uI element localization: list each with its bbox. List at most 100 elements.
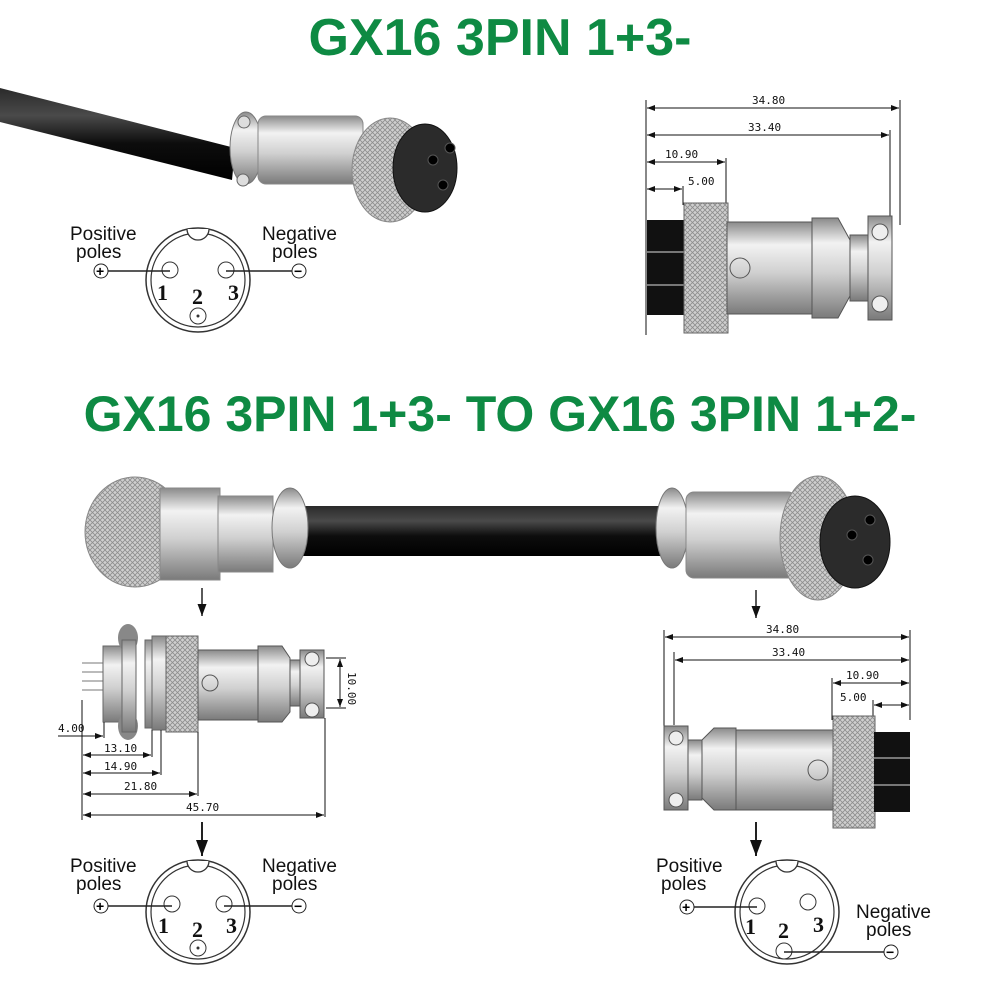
connector-body <box>735 729 837 811</box>
negative-label: poles <box>272 242 317 263</box>
svg-text:+: + <box>682 899 690 915</box>
connector-face-outline <box>145 859 251 965</box>
dim-d1: 13.10 <box>104 742 137 755</box>
pin-1 <box>163 895 181 913</box>
top-connector-photo <box>0 88 458 223</box>
dim-thread: 4.00 <box>58 722 85 735</box>
svg-text:3: 3 <box>228 280 239 305</box>
dim-overall: 45.70 <box>186 801 219 814</box>
dim-cable-offset: 5.00 <box>840 691 867 704</box>
top-pinout-diagram: Positive poles Negative poles + − 1 2 3 <box>70 224 337 333</box>
svg-text:−: − <box>294 898 302 914</box>
negative-label: Negative <box>262 856 337 877</box>
logo-mark <box>729 257 751 279</box>
dim-cable-offset: 5.00 <box>688 175 715 188</box>
knurled-nut <box>832 715 876 829</box>
pin-3 <box>215 895 233 913</box>
male-body <box>159 487 221 581</box>
cable-assembly-photo <box>84 475 891 601</box>
knurled-nut <box>165 635 199 733</box>
svg-text:1: 1 <box>745 914 756 939</box>
connector-face-outline <box>145 227 251 333</box>
plus-icon <box>93 898 109 914</box>
screw-icon <box>304 651 320 667</box>
socket-hole <box>427 154 439 166</box>
positive-label: Positive <box>70 224 137 245</box>
cable-stub <box>647 220 685 315</box>
negative-label: Negative <box>856 902 931 923</box>
left-pinout-diagram: Positive poles Negative poles + − 1 2 3 <box>70 856 337 965</box>
svg-text:1: 1 <box>157 280 168 305</box>
pin-3 <box>217 261 235 279</box>
dim-overall: 34.80 <box>766 623 799 636</box>
right-pinout-diagram: Positive poles Negative poles + − 1 2 3 <box>656 856 931 965</box>
socket-hole <box>444 142 456 154</box>
pin-3 <box>799 893 817 911</box>
cable <box>0 88 235 180</box>
connector-body <box>197 649 259 721</box>
screw-icon <box>871 295 889 313</box>
knurled-nut <box>683 202 729 334</box>
svg-text:2: 2 <box>778 918 789 943</box>
svg-text:3: 3 <box>226 913 237 938</box>
svg-text:3: 3 <box>813 912 824 937</box>
pointer-arrows <box>196 588 762 856</box>
minus-icon <box>883 944 899 960</box>
minus-icon <box>291 898 307 914</box>
socket-face <box>392 123 458 213</box>
dim-d2: 14.90 <box>104 760 137 773</box>
positive-label: Positive <box>70 856 137 877</box>
pin-1 <box>161 261 179 279</box>
plus-icon <box>679 899 695 915</box>
socket-hole <box>437 179 449 191</box>
dim-d3: 21.80 <box>124 780 157 793</box>
connector-face-outline <box>734 859 840 965</box>
socket-face <box>819 495 891 589</box>
svg-text:−: − <box>886 944 894 960</box>
dim-body: 33.40 <box>748 121 781 134</box>
screw-icon <box>304 702 320 718</box>
dim-nut: 10.90 <box>846 669 879 682</box>
screw-icon <box>871 223 889 241</box>
key-notch <box>186 228 210 241</box>
negative-label: poles <box>272 874 317 895</box>
female-body <box>685 491 797 579</box>
logo-mark <box>807 759 829 781</box>
pin-2 <box>775 942 793 960</box>
connector-body <box>257 115 364 185</box>
key-notch <box>775 860 799 873</box>
positive-label: poles <box>76 874 121 895</box>
connector-body <box>726 221 813 315</box>
minus-icon <box>291 263 307 279</box>
positive-label: Positive <box>656 856 723 877</box>
svg-text:2: 2 <box>192 917 203 942</box>
svg-text:−: − <box>294 263 302 279</box>
key-notch <box>186 860 210 873</box>
svg-text:+: + <box>96 263 104 279</box>
plus-icon <box>93 263 109 279</box>
positive-label: poles <box>661 874 706 895</box>
cable-clamp <box>271 487 309 569</box>
dim-nut: 10.90 <box>665 148 698 161</box>
negative-label: Negative <box>262 224 337 245</box>
dim-overall: 34.80 <box>752 94 785 107</box>
negative-label: poles <box>866 920 911 941</box>
svg-text:+: + <box>96 898 104 914</box>
screw-icon <box>668 730 684 746</box>
cable-clamp <box>229 111 263 187</box>
pin-1 <box>748 897 766 915</box>
cable-clamp <box>655 487 689 569</box>
top-dimension-drawing: 34.80 33.40 10.90 5.00 <box>645 94 901 335</box>
svg-text:1: 1 <box>158 913 169 938</box>
cable <box>300 506 670 556</box>
left-dimension-drawing: 10.00 4.00 13.10 14.90 21.80 45.70 <box>58 624 358 820</box>
positive-label: poles <box>76 242 121 263</box>
middle-title: GX16 3PIN 1+3- TO GX16 3PIN 1+2- <box>83 386 917 442</box>
svg-text:2: 2 <box>192 284 203 309</box>
cable-stub <box>874 732 910 812</box>
screw-icon <box>668 792 684 808</box>
right-dimension-drawing: 34.80 33.40 10.90 5.00 <box>663 623 911 829</box>
dim-height: 10.00 <box>345 672 358 705</box>
top-title: GX16 3PIN 1+3- <box>308 9 692 67</box>
